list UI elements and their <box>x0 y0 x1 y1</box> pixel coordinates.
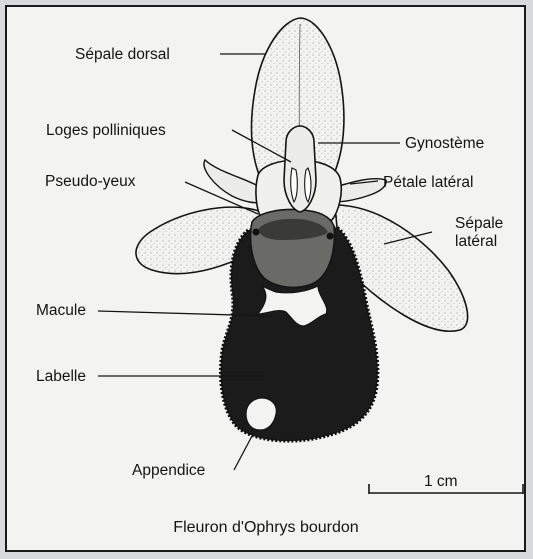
label-pseudo-yeux: Pseudo-yeux <box>45 173 136 190</box>
label-appendice: Appendice <box>132 462 205 479</box>
column-shape <box>284 126 316 212</box>
label-sepale-lateral-line2: latéral <box>455 233 497 250</box>
pseudo-eye-left <box>253 229 260 236</box>
pollinia-right <box>305 168 311 202</box>
figure-caption: Fleuron d'Ophrys bourdon <box>173 519 358 536</box>
label-sepale-lateral-line1: Sépale <box>455 215 503 232</box>
label-labelle: Labelle <box>36 368 86 385</box>
label-sepale-dorsal: Sépale dorsal <box>75 46 170 63</box>
label-loges-polliniques: Loges polliniques <box>46 122 166 139</box>
label-petale-lateral: Pétale latéral <box>383 174 473 191</box>
label-gynosteme: Gynostème <box>405 135 484 152</box>
label-macule: Macule <box>36 302 86 319</box>
scale-bar-label: 1 cm <box>424 473 458 490</box>
pseudo-eye-right <box>327 233 334 240</box>
left-petal-shape <box>204 160 264 203</box>
